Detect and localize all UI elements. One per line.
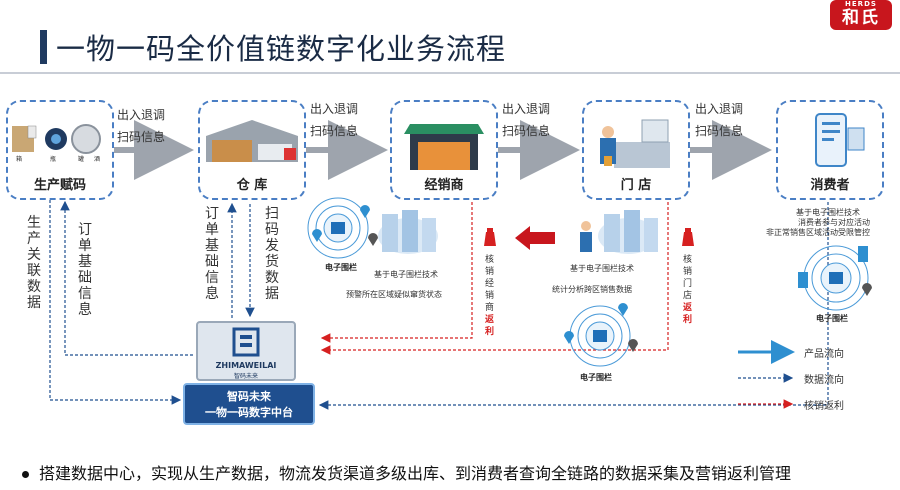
fence-radar-icon (798, 245, 872, 311)
store-tech-text: 基于电子围栏技术 (570, 264, 634, 273)
dealer-back-arrow (515, 226, 555, 250)
flow-label-line2: 扫码信息 (310, 124, 359, 138)
prod-label-bottle: 瓶 (50, 156, 57, 163)
node-label: 仓 库 (236, 178, 268, 193)
flow-label-line2: 扫码信息 (502, 124, 551, 138)
flow-label-4: 出入退调扫码信息 (695, 98, 743, 142)
flow-label-3: 出入退调扫码信息 (502, 98, 550, 142)
brand-logo-en: HERDS (845, 0, 877, 8)
monitor-brand: ZHIMAWEILAI (215, 361, 277, 370)
phone-icon (815, 113, 865, 167)
platform-name: 智码未来 (227, 390, 271, 403)
node-label: 经销商 (424, 178, 464, 193)
consumer-text-3: 非正常销售区域活动受限管控 (766, 228, 870, 237)
title-divider (0, 72, 900, 74)
monitor-cn: 智码未来 (233, 373, 258, 380)
platform-box: 智码未来 一物一码数字中台 (183, 383, 315, 425)
flow-label-1: 出入退调扫码信息 (117, 104, 165, 148)
prod-label-liquor: 酒 (94, 156, 101, 163)
flow-label-line2: 扫码信息 (117, 130, 166, 144)
money-bag-icon (682, 228, 694, 246)
dealer-warehouse-icon (404, 124, 484, 170)
platform-monitor: ZHIMAWEILAI 智码未来 (196, 321, 296, 381)
platform-subtitle: 一物一码数字中台 (205, 406, 293, 419)
warehouse-icon (206, 120, 298, 162)
footer-text: 搭建数据中心，实现从生产数据，物流发货渠道多级出库、到消费者查询全链路的数据采集… (39, 464, 792, 483)
dealer-rebate-text: 核销经销商 (484, 255, 494, 313)
bullet-icon (22, 471, 29, 478)
store-rebate-red: 返利 (682, 303, 692, 325)
vtext-dealer-rebate: 核销经销商返利 (484, 254, 495, 338)
prod-label-can: 罐 (78, 156, 85, 163)
dealer-tech-text: 基于电子围栏技术 (374, 270, 438, 279)
fence-label-dealer: 电子围栏 (325, 263, 357, 272)
vtext-prod-assoc: 生产关联数据 (27, 215, 41, 311)
store-cloud-server-icon (580, 210, 658, 254)
flow-label-line1: 出入退调 (310, 102, 359, 116)
store-rebate-text: 核销门店 (682, 255, 692, 301)
fence-label-consumer: 电子围栏 (816, 314, 848, 323)
store-stat-text: 统计分析跨区销售数据 (552, 285, 632, 294)
production-icon (12, 124, 101, 154)
brand-logo: HERDS 和氏 (830, 0, 892, 30)
dealer-rebate-red: 返利 (484, 315, 494, 337)
rebate-line-dealer (320, 202, 473, 343)
zhima-logo-icon (232, 327, 260, 357)
prod-label-box: 箱 (16, 156, 23, 163)
flow-label-line1: 出入退调 (695, 102, 744, 116)
node-label: 生产赋码 (33, 178, 86, 193)
node-dealer: 经销商 (390, 100, 498, 200)
node-consumer: 消费者 (776, 100, 884, 200)
fence-radar-icon (307, 197, 378, 259)
money-bag-icon (484, 228, 496, 246)
page-title: 一物一码全价值链数字化业务流程 (56, 32, 507, 66)
fence-label-store: 电子围栏 (580, 373, 612, 382)
flow-label-line1: 出入退调 (117, 108, 166, 122)
cloud-server-icon (378, 210, 438, 254)
data-line-prod-assoc (49, 200, 182, 405)
rebate-line-store (320, 202, 669, 355)
node-warehouse: 仓 库 (198, 100, 306, 200)
fence-radar-icon (564, 303, 638, 367)
dealer-warn-text: 预警所在区域疑似窜货状态 (346, 290, 442, 299)
data-line-order-base (60, 200, 193, 356)
legend-product: 产品流向 (804, 349, 844, 360)
node-label: 门 店 (620, 178, 652, 193)
footer-summary: 搭建数据中心，实现从生产数据，物流发货渠道多级出库、到消费者查询全链路的数据采集… (22, 460, 791, 484)
flow-label-line2: 扫码信息 (695, 124, 744, 138)
vtext-store-rebate: 核销门店返利 (682, 254, 693, 326)
flow-label-line1: 出入退调 (502, 102, 551, 116)
node-store: 门 店 (582, 100, 690, 200)
title-accent-bar (40, 30, 47, 64)
brand-logo-cn: 和氏 (842, 8, 880, 28)
flow-label-2: 出入退调扫码信息 (310, 98, 358, 142)
consumer-text-1: 基于电子围栏技术 (796, 208, 860, 217)
store-icon (600, 119, 670, 168)
legend-rebate: 核销返利 (804, 401, 844, 412)
vtext-wh-order: 订单基础信息 (205, 206, 219, 302)
node-label: 消费者 (810, 178, 850, 193)
vtext-wh-scan: 扫码发货数据 (265, 206, 279, 302)
legend-data: 数据流向 (804, 375, 844, 386)
consumer-text-2: 消费者参与对应活动 (798, 218, 870, 227)
node-production: 箱 瓶 罐 酒 生产赋码 (6, 100, 114, 200)
vtext-order-base: 订单基础信息 (78, 222, 92, 318)
